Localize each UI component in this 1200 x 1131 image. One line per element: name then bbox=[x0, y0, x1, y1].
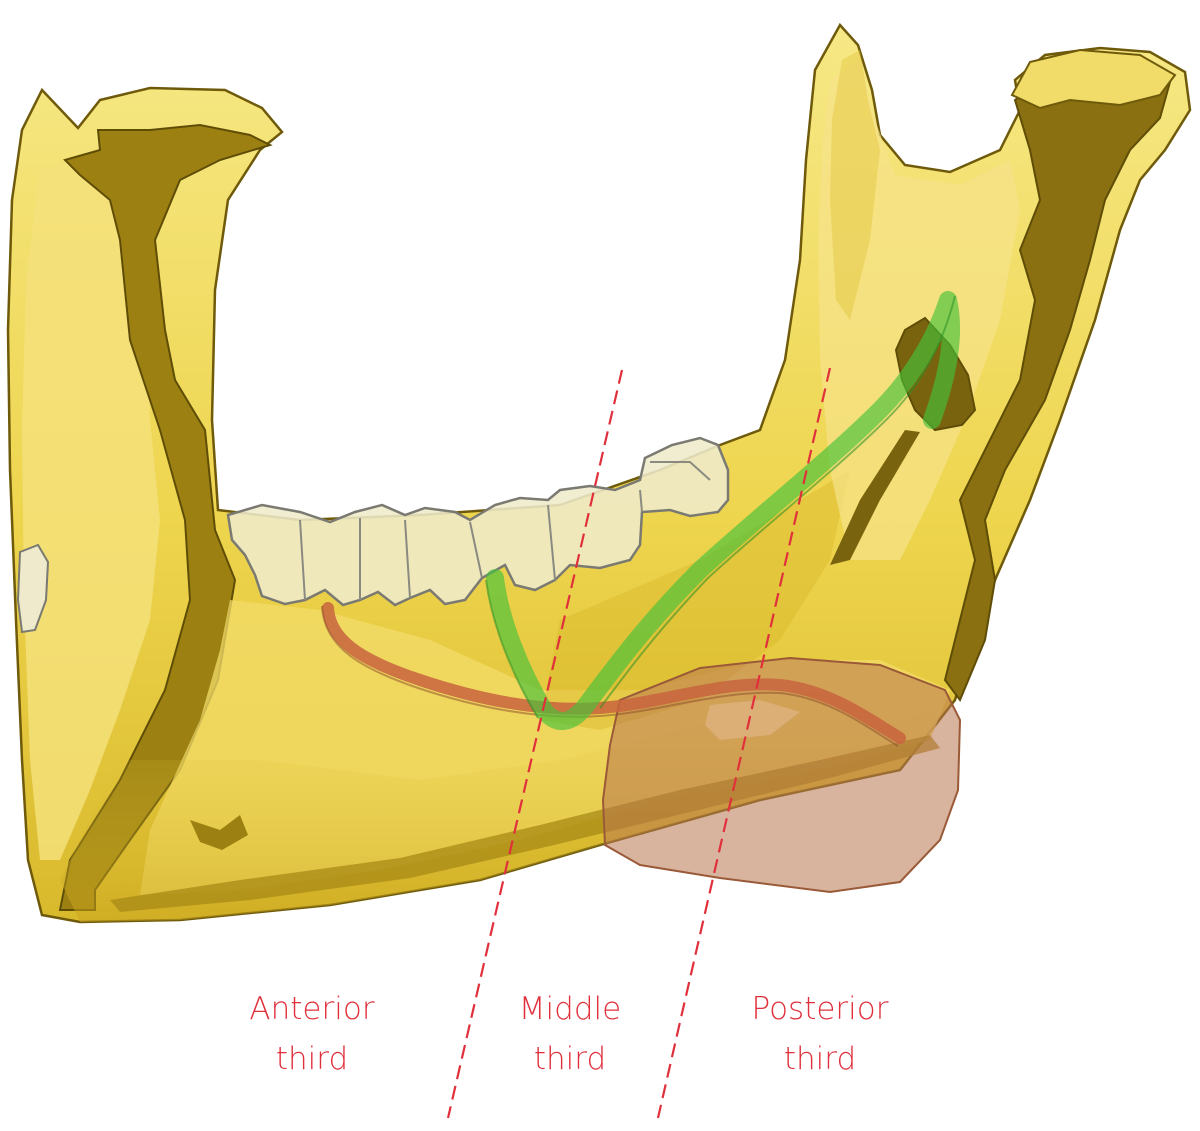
label-posterior-line1: Posterior bbox=[751, 991, 888, 1027]
genial-notch bbox=[190, 815, 248, 850]
label-posterior-line2: third bbox=[784, 1041, 856, 1077]
gland-highlight bbox=[705, 700, 800, 740]
lingual-nerve-edge bbox=[485, 295, 956, 719]
coronoid-shading bbox=[830, 50, 880, 320]
incisor-remnant bbox=[16, 543, 50, 634]
label-posterior-third: Posterior third bbox=[751, 991, 888, 1077]
divider-anterior-middle bbox=[446, 369, 624, 1119]
alveolar-canal-edge bbox=[321, 605, 899, 747]
label-middle-line1: Middle bbox=[519, 991, 621, 1027]
posterior-ramus-face bbox=[818, 60, 1020, 560]
label-anterior-line1: Anterior bbox=[249, 991, 374, 1027]
label-anterior-third: Anterior third bbox=[249, 991, 374, 1077]
label-middle-third: Middle third bbox=[519, 991, 621, 1077]
molar-teeth bbox=[226, 436, 730, 607]
tooth-dividers bbox=[299, 461, 711, 601]
teeth-row bbox=[226, 436, 730, 607]
divider-middle-posterior bbox=[656, 367, 832, 1119]
lingual-nerve bbox=[486, 291, 960, 730]
condyle-cap bbox=[1010, 48, 1177, 110]
front-ramus-face bbox=[22, 160, 160, 860]
label-middle-line2: third bbox=[534, 1041, 606, 1077]
mylohyoid-groove bbox=[830, 430, 920, 565]
label-anterior-line2: third bbox=[276, 1041, 348, 1077]
